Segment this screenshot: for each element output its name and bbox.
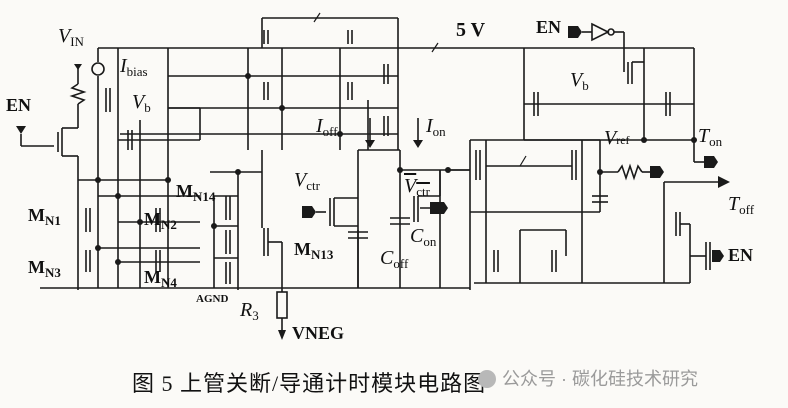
mn13-mn14-block [210, 150, 288, 340]
label-vb-right: Vb [570, 69, 589, 93]
figure-caption: 图 5 上管关断/导通计时模块电路图 [132, 371, 487, 396]
timing-capacitors [302, 140, 471, 290]
label-agnd: AGND [196, 293, 229, 305]
label-ioff: Ioff [316, 115, 338, 139]
wechat-icon [478, 370, 496, 388]
comparator-block [470, 139, 664, 283]
ion-arrow-icon [413, 140, 423, 148]
label-mn3: MN3 [28, 257, 61, 280]
en-right-input-icon [712, 250, 724, 262]
r3-resistor-icon [276, 291, 288, 319]
inverter-icon [591, 22, 610, 42]
ioff-arrow-icon [365, 140, 375, 148]
left-mirror-block [78, 48, 201, 288]
toff-output-icon [718, 176, 730, 188]
power-rail [98, 12, 694, 53]
ground-rail [40, 282, 690, 289]
en-top-input-icon [568, 26, 582, 38]
vin-arrow-icon [74, 64, 82, 70]
label-mn2: MN2 [144, 209, 177, 232]
label-ibias: Ibias [120, 55, 148, 79]
right-output-block [523, 22, 730, 283]
label-con: Con [410, 225, 437, 249]
label-ion: Ion [426, 115, 446, 139]
label-r3: R3 [240, 299, 259, 323]
label-ton: Ton [698, 125, 723, 149]
label-vin: VIN [58, 25, 84, 49]
label-en-right: EN [728, 245, 754, 265]
label-vneg: VNEG [292, 323, 345, 343]
label-mn13: MN13 [294, 239, 334, 262]
vctr-bar-input-icon [430, 202, 448, 214]
label-en-top: EN [536, 17, 562, 37]
ton-output-icon [704, 156, 718, 168]
label-coff: Coff [380, 247, 409, 271]
vref-input-icon [650, 166, 664, 178]
label-supply: 5 V [456, 19, 486, 41]
vneg-arrow-icon [278, 330, 286, 340]
label-mn14: MN14 [176, 181, 216, 204]
pmos-mirror-bank [120, 30, 423, 150]
label-toff: Toff [728, 193, 755, 217]
label-vctr-bar: Vctr [404, 175, 430, 199]
label-vref: Vref [604, 127, 630, 149]
label-en-left: EN [6, 95, 32, 115]
watermark: 公众号 · 碳化硅技术研究 [478, 365, 698, 391]
label-mn4: MN4 [144, 267, 177, 290]
vctr-input-icon [302, 206, 316, 218]
label-vctr: Vctr [294, 169, 320, 193]
current-source-icon [91, 62, 105, 76]
input-section [16, 48, 105, 290]
label-mn1: MN1 [28, 205, 61, 228]
label-vb-left: Vb [132, 91, 151, 115]
en-left-arrow-icon [16, 126, 26, 134]
